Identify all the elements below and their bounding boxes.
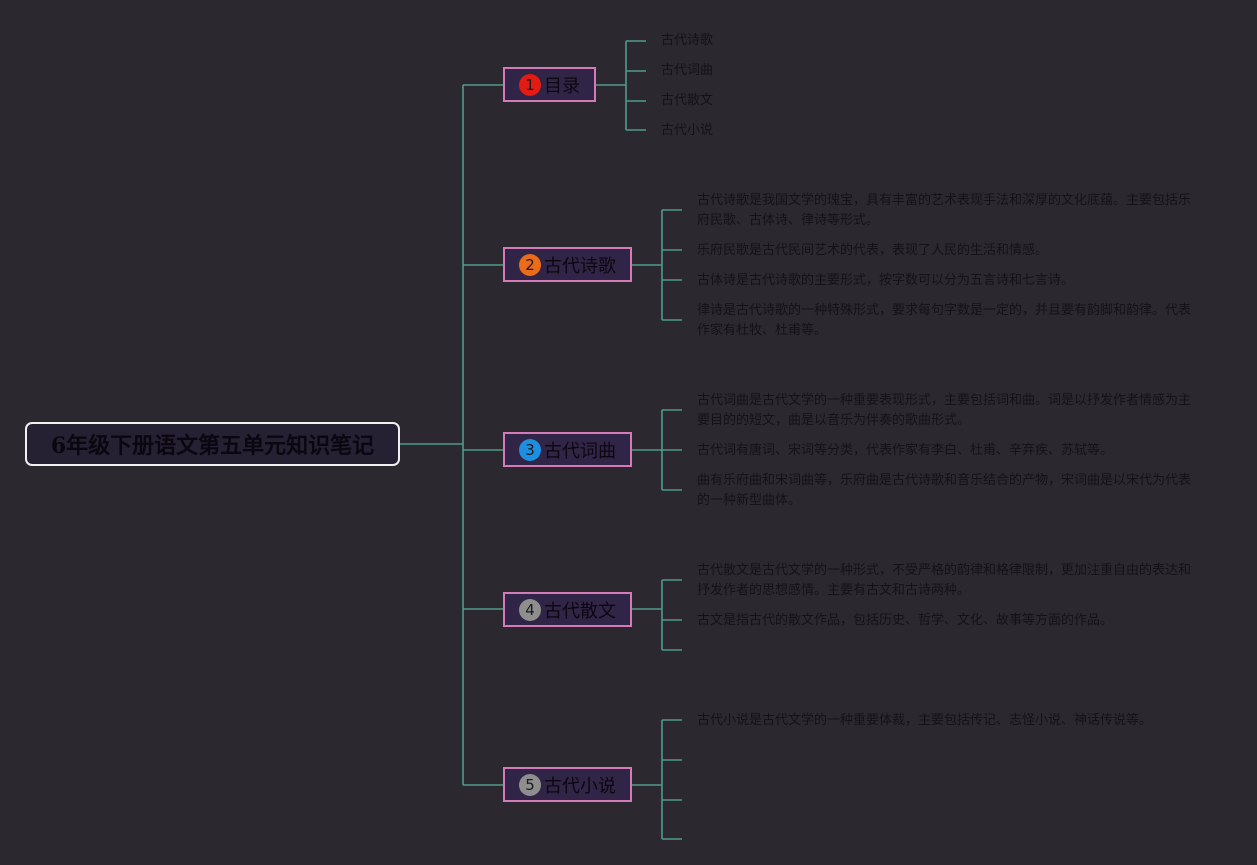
- root-node[interactable]: 6年级下册语文第五单元知识笔记: [25, 422, 400, 466]
- leaf-node[interactable]: 古代散文: [661, 93, 714, 108]
- number-badge-icon: 5: [519, 773, 541, 796]
- note-node[interactable]: 古代诗歌是我国文学的瑰宝，具有丰富的艺术表现手法和深厚的文化底蕴。主要包括乐府民…: [697, 193, 1192, 228]
- note-node[interactable]: 乐府民歌是古代民间艺术的代表，表现了人民的生活和情感。: [697, 243, 1049, 258]
- child-bracket-2: [632, 209, 682, 321]
- branch-title: 古代散文: [544, 600, 616, 622]
- note-node-empty[interactable]: [697, 791, 1197, 811]
- note-node-empty[interactable]: [697, 830, 1197, 850]
- number-badge-icon: 3: [519, 438, 541, 461]
- number-badge-icon: 4: [519, 598, 541, 621]
- branch-node-prose[interactable]: 4 古代散文: [503, 592, 632, 627]
- branch-node-fiction[interactable]: 5 古代小说: [503, 767, 632, 802]
- branch-title: 古代诗歌: [544, 255, 616, 277]
- root-title: 6年级下册语文第五单元知识笔记: [50, 433, 375, 459]
- note-node[interactable]: 古文是指古代的散文作品，包括历史、哲学、文化、故事等方面的作品。: [697, 613, 1114, 628]
- branch-title: 古代词曲: [544, 440, 616, 462]
- note-node[interactable]: 古代词曲是古代文学的一种重要表现形式，主要包括词和曲。词是以抒发作者情感为主要目…: [697, 393, 1192, 428]
- leaf-node[interactable]: 古代小说: [661, 123, 714, 138]
- child-bracket-4: [632, 579, 682, 651]
- note-node[interactable]: 古体诗是古代诗歌的主要形式，按字数可以分为五言诗和七言诗。: [697, 273, 1075, 288]
- number-badge-icon: 2: [519, 253, 541, 276]
- number-badge-icon: 1: [519, 73, 541, 96]
- branch-title: 古代小说: [544, 775, 616, 797]
- note-node[interactable]: 古代小说是古代文学的一种重要体裁，主要包括传记、志怪小说、神话传说等。: [697, 713, 1153, 728]
- leaf-node[interactable]: 古代诗歌: [661, 33, 714, 48]
- note-node[interactable]: 古代词有唐词、宋词等分类，代表作家有李白、杜甫、辛弃疾、苏轼等。: [697, 443, 1114, 458]
- note-node-empty[interactable]: [697, 751, 1197, 771]
- note-node[interactable]: 律诗是古代诗歌的一种特殊形式，要求每句字数是一定的，并且要有韵脚和韵律。代表作家…: [697, 303, 1192, 338]
- leaf-node[interactable]: 古代词曲: [661, 63, 714, 78]
- child-bracket-1: [596, 40, 646, 131]
- note-node[interactable]: 古代散文是古代文学的一种形式，不受严格的韵律和格律限制，更加注重自由的表达和抒发…: [697, 563, 1192, 598]
- branch-node-poetry[interactable]: 2 古代诗歌: [503, 247, 632, 282]
- branch-node-ci-qu[interactable]: 3 古代词曲: [503, 432, 632, 467]
- note-node-empty[interactable]: [697, 641, 1197, 661]
- child-bracket-5: [632, 719, 682, 840]
- note-node[interactable]: 曲有乐府曲和宋词曲等，乐府曲是古代诗歌和音乐结合的产物，宋词曲是以宋代为代表的一…: [697, 473, 1192, 508]
- branch-node-contents[interactable]: 1 目录: [503, 67, 596, 102]
- child-bracket-3: [632, 409, 682, 491]
- branch-title: 目录: [544, 75, 580, 97]
